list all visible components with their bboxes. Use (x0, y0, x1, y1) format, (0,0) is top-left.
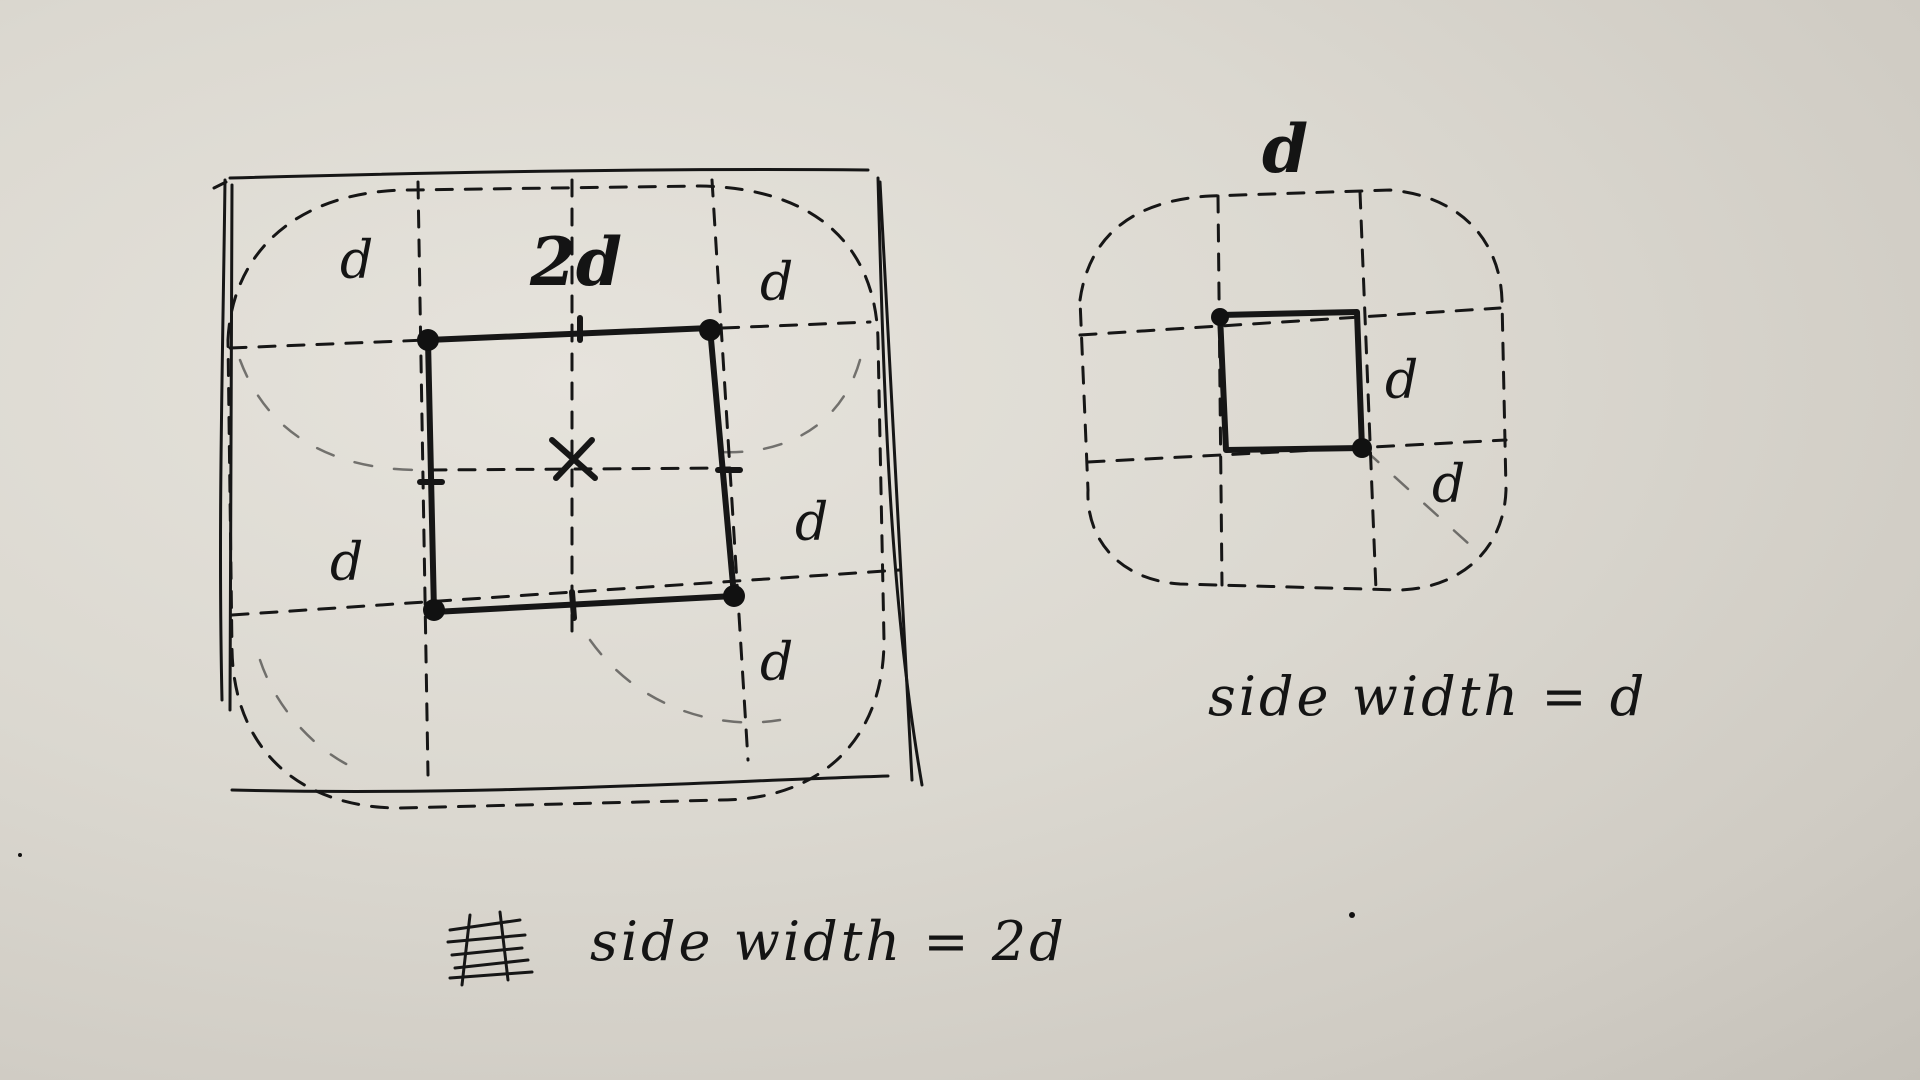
left-corner-arc-tr (718, 358, 862, 454)
right-side-label: d (1385, 351, 1418, 411)
left-midpoint-ticks (417, 315, 743, 621)
left-corner-label: d (795, 493, 828, 553)
center-cross-icon (549, 437, 598, 481)
left-corner-label: d (340, 231, 373, 291)
right-figure: d d d side width = d (1078, 110, 1647, 728)
left-corner-label: d (760, 633, 793, 693)
left-corner-label: d (760, 253, 793, 313)
right-vertex-dot (1211, 308, 1229, 326)
right-vertex-dot (1352, 438, 1372, 458)
left-caption: side width = 2d (590, 910, 1067, 973)
left-top-label: 2d (529, 223, 622, 301)
right-caption: side width = d (1208, 665, 1647, 728)
left-corner-arc-br (588, 638, 782, 724)
left-corner-arc-tl (238, 358, 422, 472)
right-diagonal-label: d (1432, 455, 1465, 515)
left-outer-square (212, 167, 924, 793)
right-top-label: d (1262, 110, 1308, 188)
right-inner-square (1217, 309, 1365, 453)
right-grid (1078, 190, 1508, 592)
left-corner-label: d (330, 533, 363, 593)
left-corner-arc-bl (258, 658, 362, 772)
left-vertex-dot (423, 599, 445, 621)
left-vertex-dot (699, 319, 721, 341)
right-rounded-boundary (1078, 188, 1508, 592)
scribble-mark (446, 910, 534, 987)
stray-pen-mark (1349, 912, 1355, 918)
left-vertex-dot (723, 585, 745, 607)
left-rounded-boundary (226, 184, 886, 810)
stray-pen-mark (18, 853, 22, 857)
left-figure: 2d d d d d d side width = 2d (212, 167, 1067, 987)
left-vertex-dot (417, 329, 439, 351)
